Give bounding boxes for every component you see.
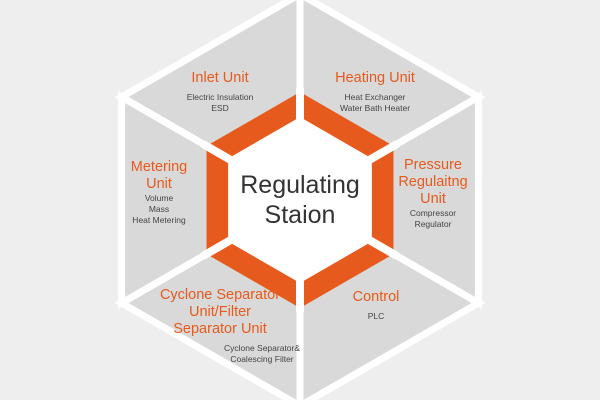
segment-inlet-unit: Inlet Unit Electric Insulation ESD — [187, 70, 254, 114]
segment-title: Inlet Unit — [191, 70, 249, 86]
center-hexagon — [228, 117, 372, 283]
segment-title: Control — [352, 289, 400, 305]
segment-desc: Electric Insulation — [186, 92, 254, 102]
segment-metering-unit: Metering Unit Volume Mass Heat Metering — [131, 159, 187, 226]
segment-desc: ESD — [211, 103, 229, 113]
segment-title: Separator Unit — [173, 321, 267, 337]
segment-title: Heating Unit — [335, 70, 415, 86]
ring-divider — [201, 140, 233, 164]
segment-desc: Cyclone Separator& — [223, 343, 301, 353]
center-label: Regulating Staion — [240, 170, 360, 230]
ring-divider — [367, 236, 399, 260]
segment-control: Control PLC — [353, 289, 400, 322]
segment-desc: Heat Metering — [132, 215, 186, 225]
segment-cyclone-separator-unit: Cyclone Separator Unit/Filter Separator … — [160, 287, 280, 338]
segment-desc: Regulator — [414, 219, 452, 229]
segment-title: Pressure — [403, 157, 463, 173]
segment-desc: Volume — [144, 193, 174, 203]
center-label-line-2: Staion — [264, 201, 336, 229]
segment-desc: PLC — [367, 311, 385, 321]
segment-title: Unit — [146, 176, 172, 192]
segment-desc: Water Bath Heater — [339, 103, 411, 113]
segment-desc: Heat Exchanger — [344, 92, 406, 102]
segment-pressure-regulating-unit: Pressure Regulaitng Unit Compressor Regu… — [398, 157, 467, 230]
segment-title: Metering — [130, 159, 188, 175]
segment-heating-unit: Heating Unit Heat Exchanger Water Bath H… — [335, 70, 415, 114]
segment-desc: Compressor — [409, 208, 457, 218]
segment-title: Unit/Filter — [188, 304, 252, 320]
ring-divider — [367, 140, 399, 164]
ring-divider — [201, 236, 233, 260]
segment-title: Cyclone Separator — [159, 287, 281, 303]
segment-title: Regulaitng — [398, 174, 468, 190]
segment-title: Unit — [420, 191, 446, 207]
segment-desc: Coalescing Filter — [230, 354, 294, 364]
segment-desc: Mass — [148, 204, 170, 214]
center-label-line-1: Regulating — [240, 171, 360, 199]
ring-dividers — [201, 88, 399, 312]
segment-cyclone-separator-desc: Cyclone Separator& Coalescing Filter — [224, 343, 300, 365]
